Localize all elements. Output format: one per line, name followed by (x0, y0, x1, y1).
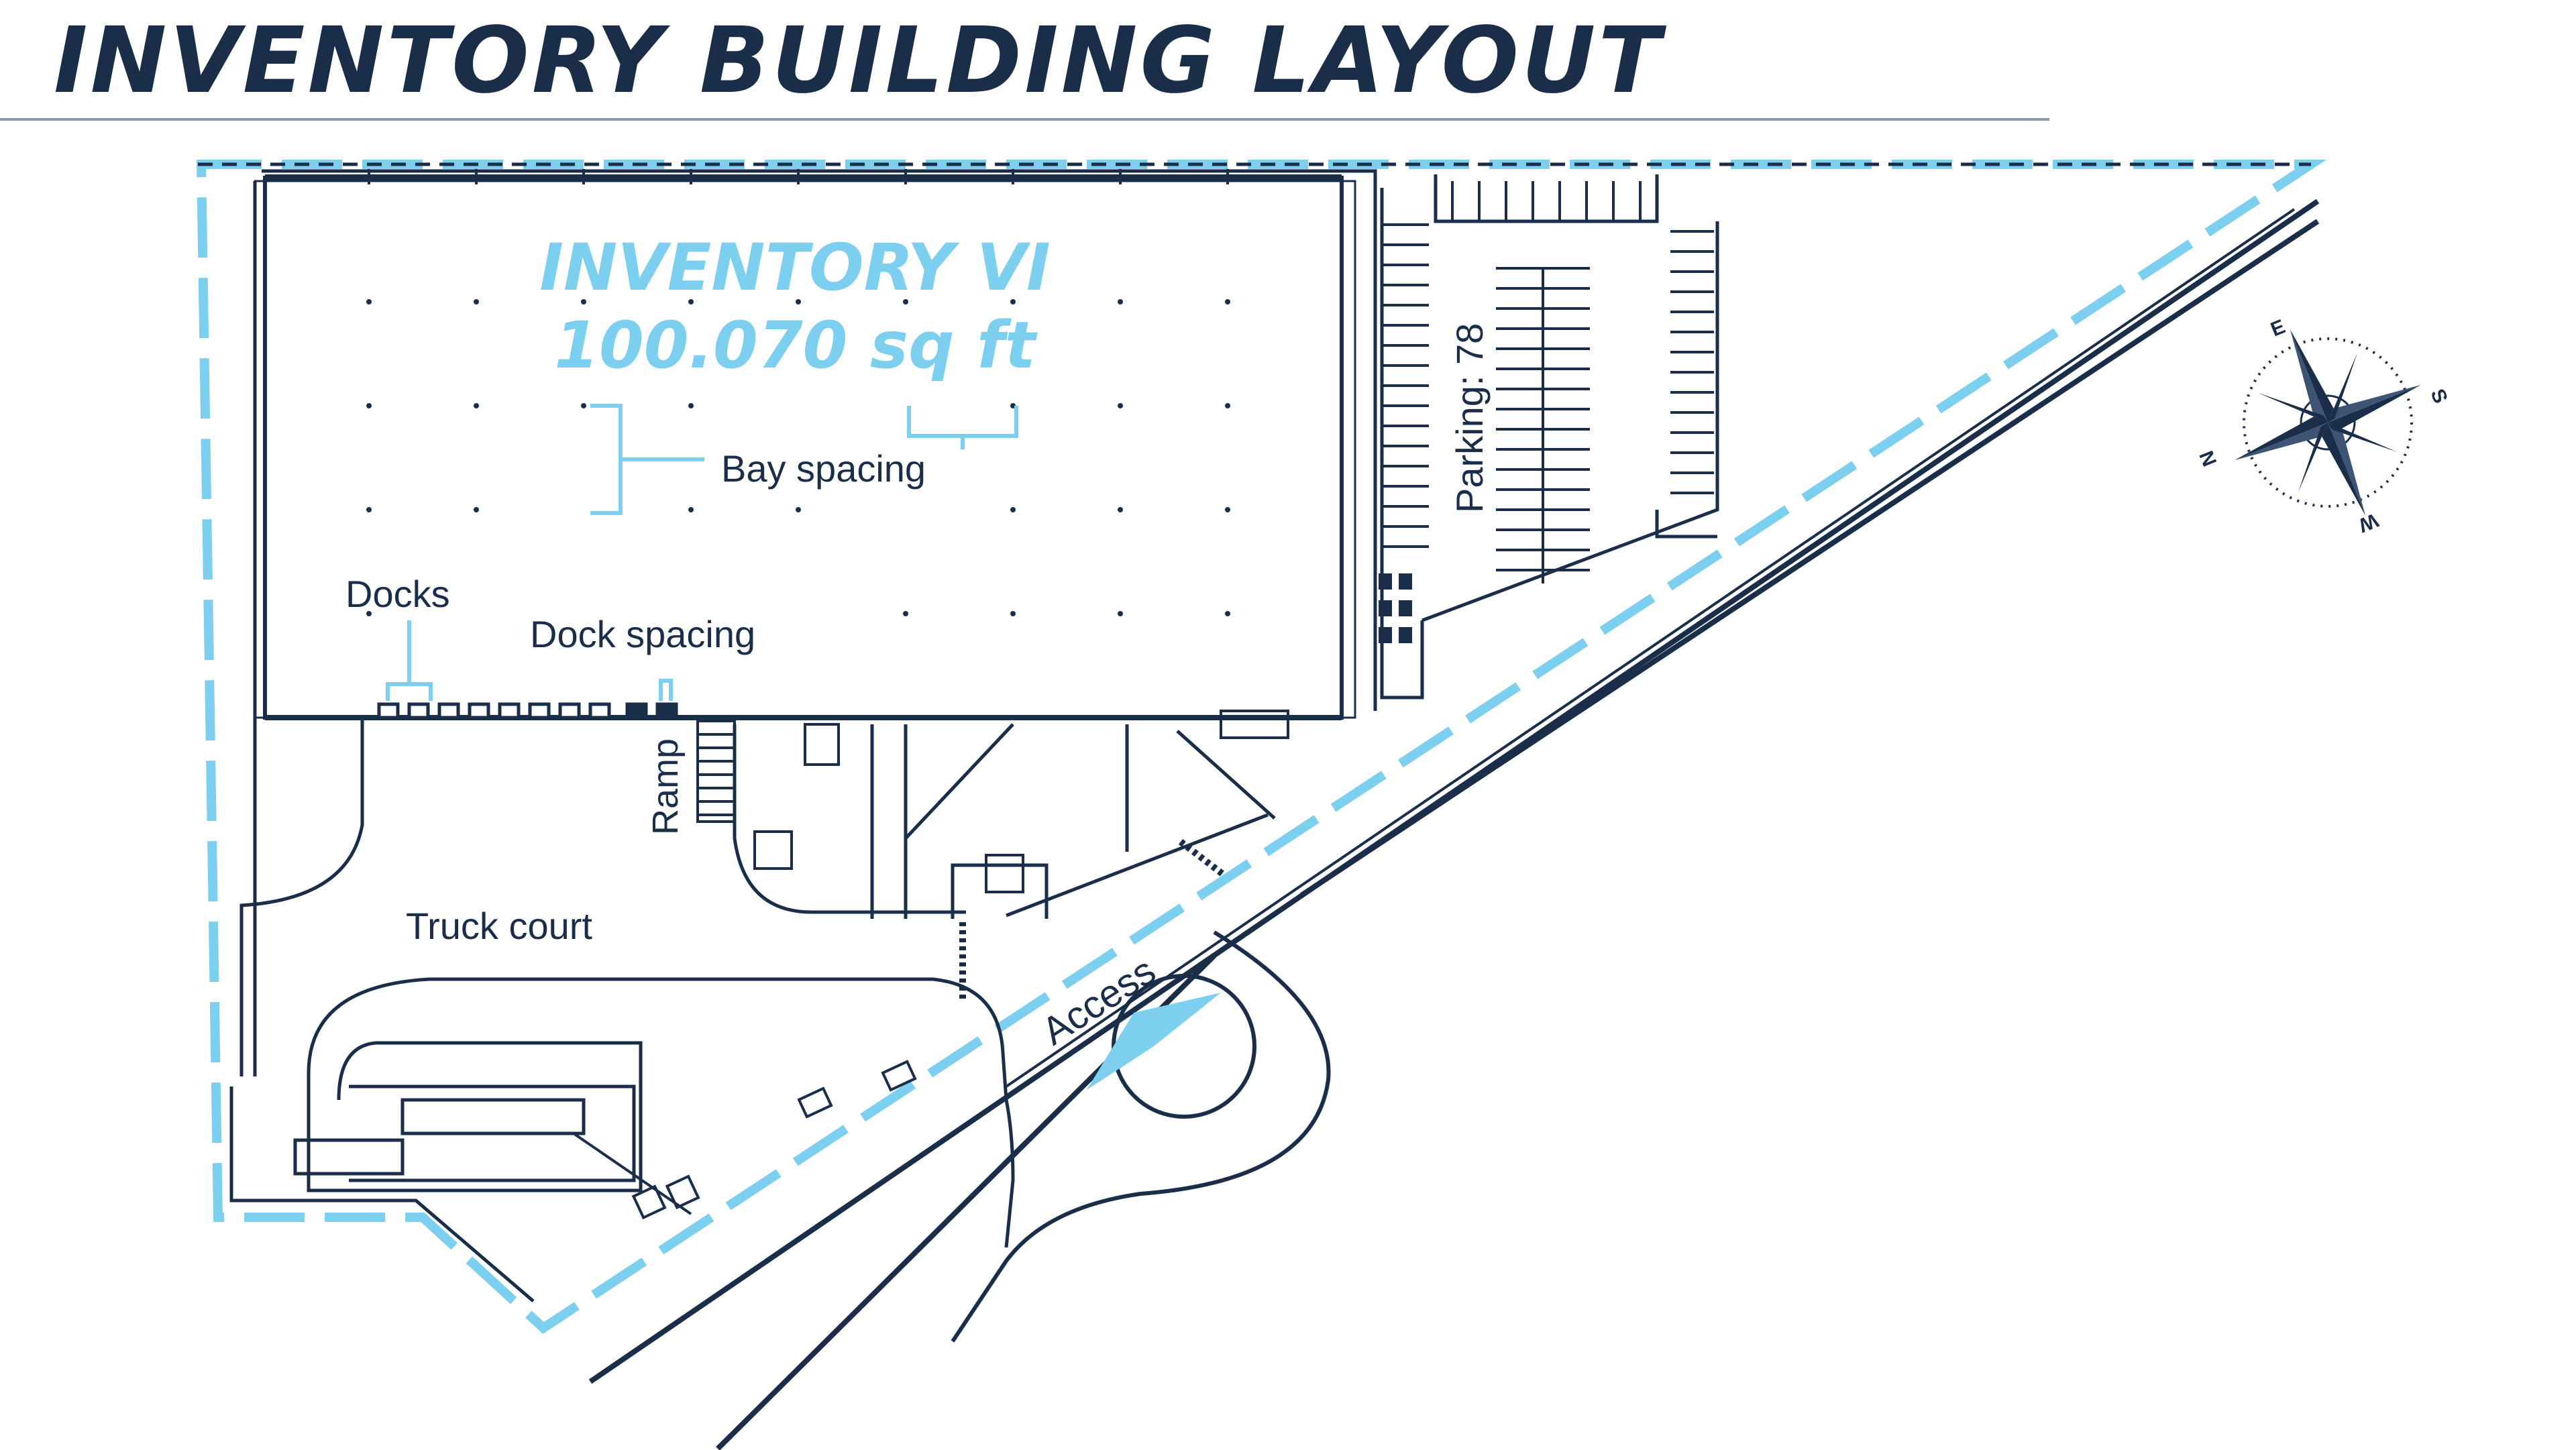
compass-north: N (2196, 447, 2222, 469)
building-name: INVENTORY VI (539, 230, 1050, 305)
parking-lot (1382, 181, 1714, 583)
dock-spacing-label: Dock spacing (530, 613, 755, 655)
bay-spacing-label: Bay spacing (721, 447, 926, 490)
dock-doors (377, 702, 678, 720)
compass-rose-icon (2234, 329, 2422, 516)
building-area: 100.070 sq ft (554, 308, 1038, 383)
docks-label: Docks (345, 573, 450, 615)
compass-east: E (2267, 315, 2288, 341)
roof-markers (368, 169, 1229, 184)
page-title: INVENTORY BUILDING LAYOUT (54, 8, 1664, 114)
compass-south: S (2426, 386, 2452, 406)
compass-west: W (2355, 509, 2381, 537)
site-outline (229, 169, 1719, 1302)
parking-label: Parking: 78 (1448, 323, 1491, 513)
accessible-stalls (1379, 573, 1412, 643)
site-features (572, 710, 1289, 1220)
access-arrow-icon (1087, 993, 1221, 1090)
ramp-label: Ramp (645, 738, 686, 835)
truck-loop (293, 977, 1015, 1248)
column-grid (366, 299, 1230, 616)
ramp-hatch (696, 720, 736, 823)
property-boundary (196, 160, 2327, 1334)
callout-brackets (386, 404, 1018, 701)
truck-court-label: Truck court (406, 905, 592, 947)
